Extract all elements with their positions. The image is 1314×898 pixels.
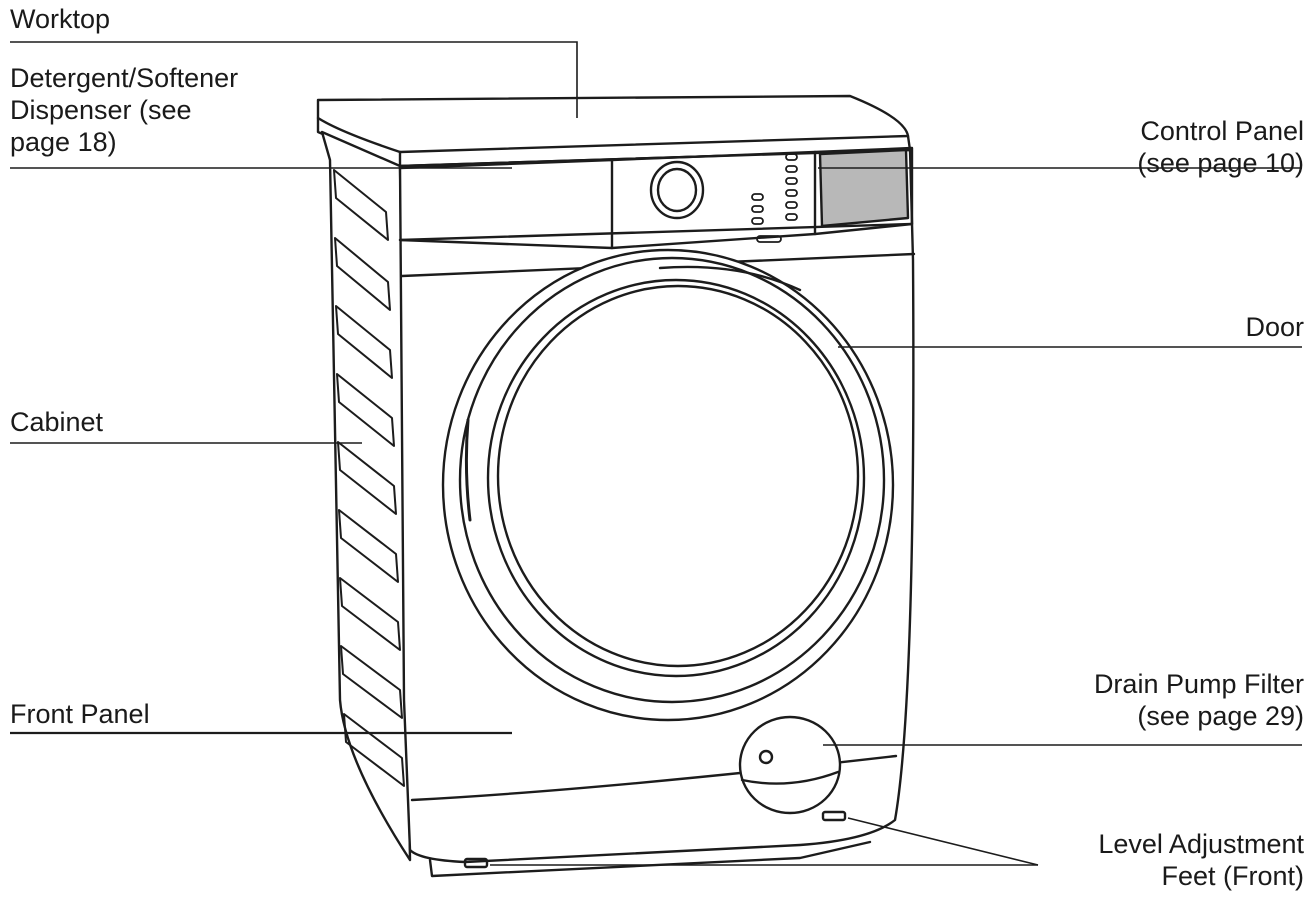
label-dispenser-line1: Detergent/Softener bbox=[10, 63, 239, 93]
label-front-panel: Front Panel bbox=[10, 699, 150, 729]
control-buttons bbox=[751, 153, 798, 243]
cabinet-vents bbox=[333, 169, 405, 787]
label-cabinet: Cabinet bbox=[10, 407, 104, 437]
label-level-feet-line2: Feet (Front) bbox=[1161, 861, 1304, 891]
label-level-feet: Level Adjustment Feet (Front) bbox=[1098, 828, 1304, 892]
feet-leader-right bbox=[847, 817, 1039, 866]
worktop-leader bbox=[10, 41, 578, 118]
label-level-feet-line1: Level Adjustment bbox=[1098, 829, 1304, 859]
program-knob bbox=[649, 160, 705, 220]
control-strip bbox=[398, 146, 916, 278]
label-control-panel: Control Panel (see page 10) bbox=[1137, 115, 1304, 179]
label-control-panel-line1: Control Panel bbox=[1140, 116, 1304, 146]
cabinet-side bbox=[320, 130, 412, 862]
drain-filter-cover bbox=[738, 715, 842, 815]
label-dispenser-line3: page 18) bbox=[10, 127, 117, 157]
label-dispenser: Detergent/Softener Dispenser (see page 1… bbox=[10, 62, 238, 158]
leader-lines bbox=[10, 41, 1302, 866]
label-drain-pump-filter-line1: Drain Pump Filter bbox=[1093, 669, 1304, 699]
door-shape bbox=[441, 248, 895, 722]
label-control-panel-line2: (see page 10) bbox=[1137, 148, 1304, 178]
label-dispenser-line2: Dispenser (see bbox=[10, 95, 192, 125]
label-drain-pump-filter: Drain Pump Filter (see page 29) bbox=[1094, 668, 1304, 732]
label-drain-pump-filter-line2: (see page 29) bbox=[1137, 701, 1304, 731]
label-worktop: Worktop bbox=[10, 4, 111, 34]
label-door: Door bbox=[1245, 312, 1304, 342]
feet bbox=[463, 810, 847, 869]
